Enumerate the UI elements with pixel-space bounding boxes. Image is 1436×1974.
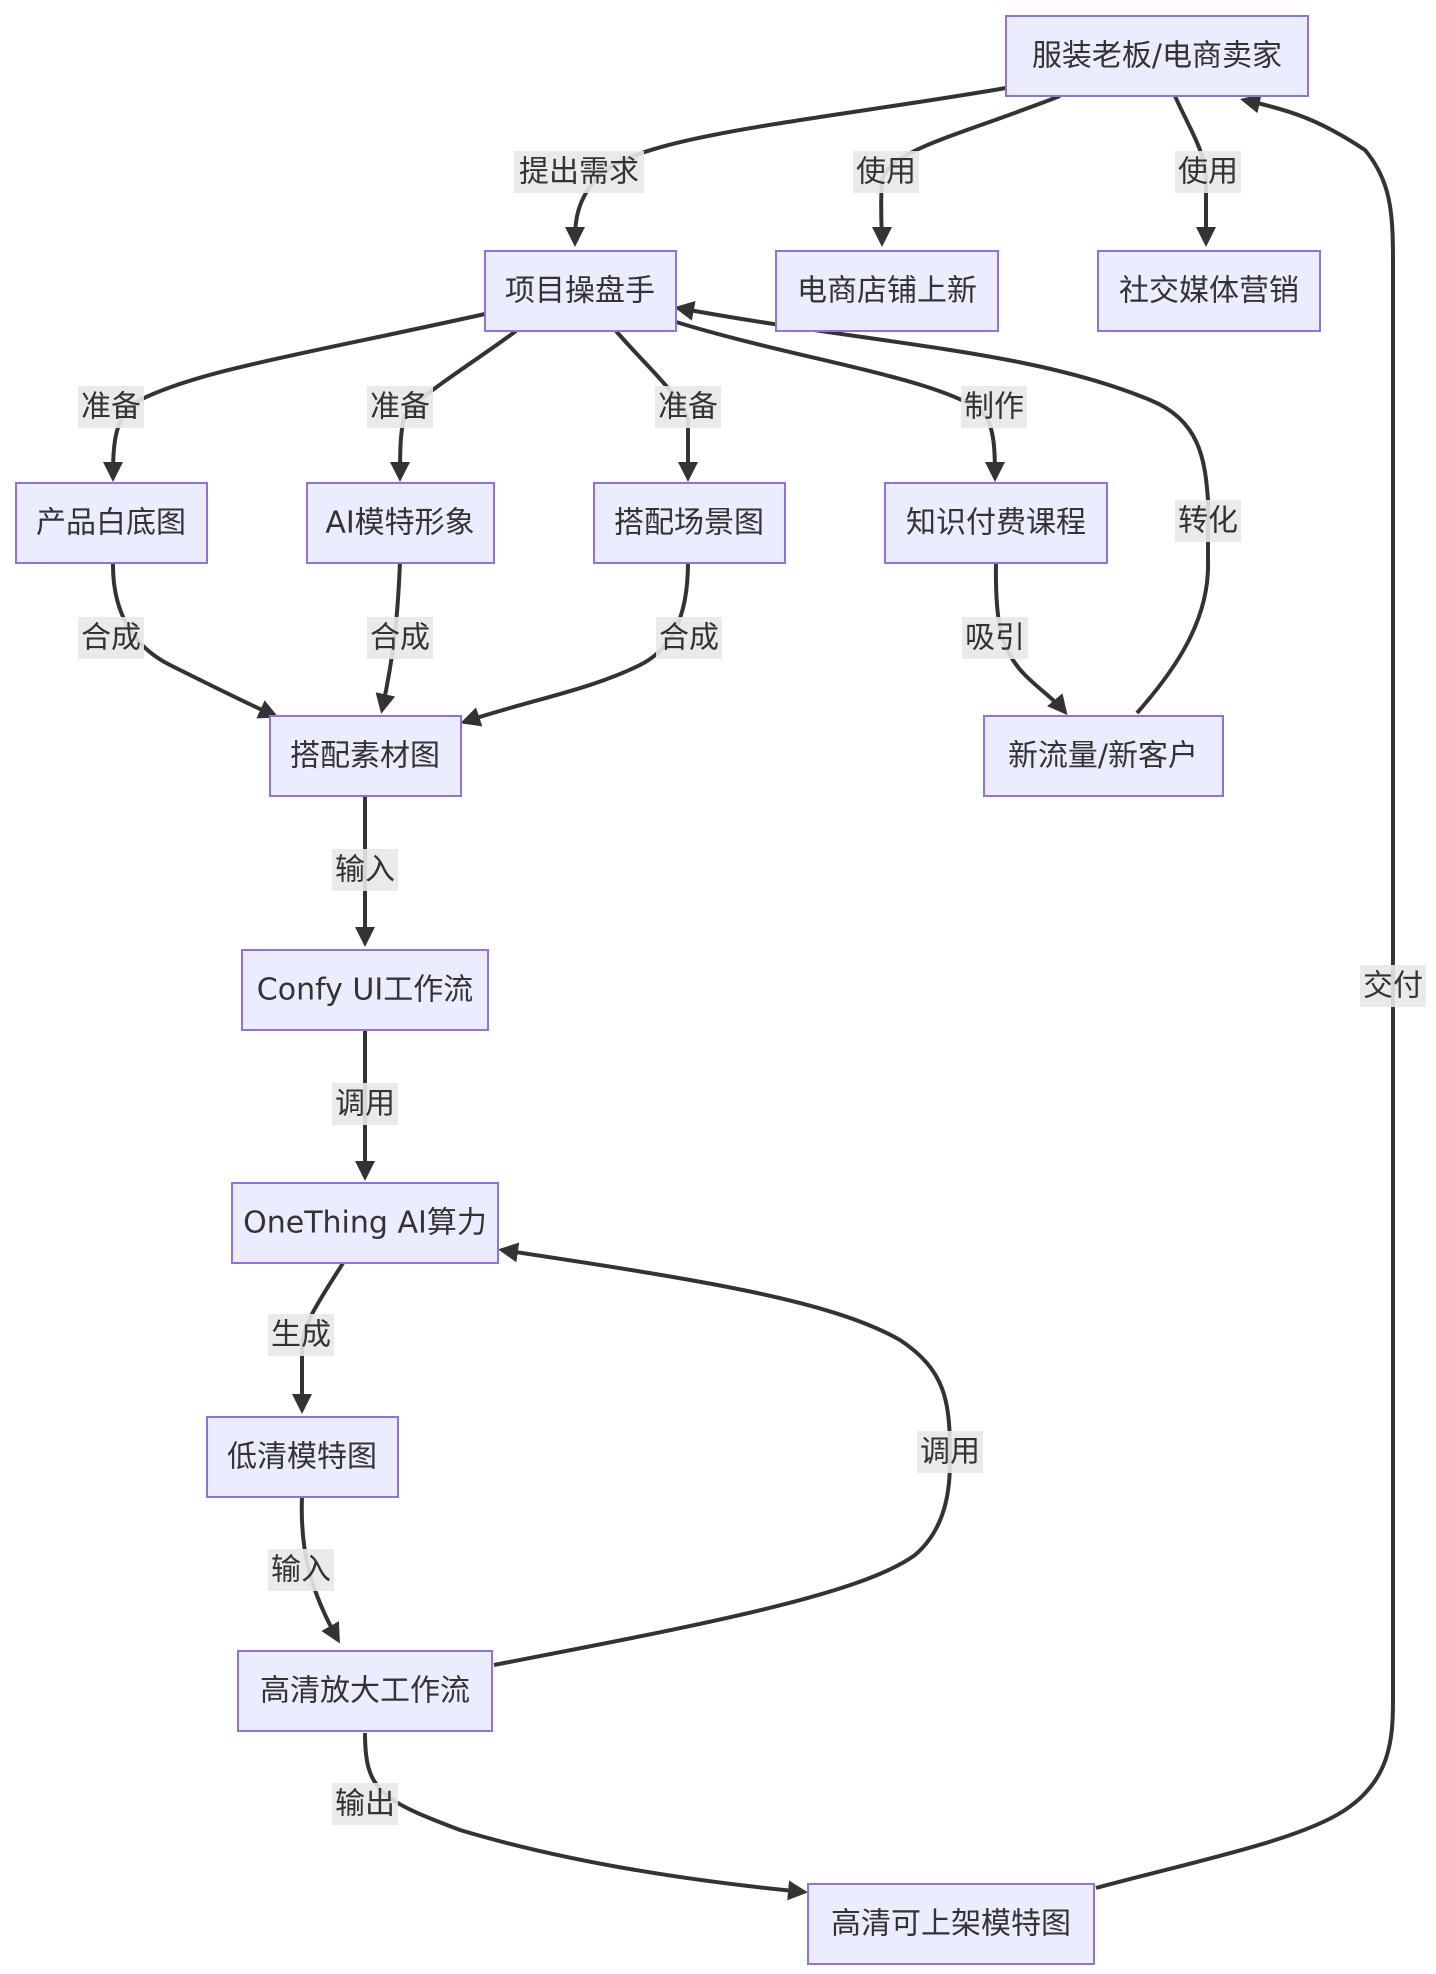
edge-label-comb3: 合成: [656, 617, 722, 659]
node-upscale[interactable]: 高清放大工作流: [237, 1650, 493, 1732]
node-lowres[interactable]: 低清模特图: [206, 1416, 399, 1498]
edge-label-use2: 使用: [1175, 151, 1241, 193]
node-white-label: 产品白底图: [36, 506, 186, 541]
node-compute-label: OneThing AI算力: [243, 1206, 487, 1241]
edge-white-material: [110, 561, 279, 719]
node-compute[interactable]: OneThing AI算力: [231, 1182, 499, 1264]
edge-label-comb2-text: 合成: [370, 621, 430, 656]
edge-label-prep2-text: 准备: [370, 390, 430, 425]
edge-label-make-text: 制作: [964, 390, 1024, 425]
edge-operator-course: [675, 320, 1005, 482]
edge-label-demand-text: 提出需求: [519, 155, 639, 190]
edge-label-use2-text: 使用: [1178, 155, 1238, 190]
edge-final-boss: [1095, 93, 1395, 1890]
edge-scene-material: [460, 561, 690, 727]
node-comfy-label: Confy UI工作流: [257, 973, 473, 1008]
node-aimodel[interactable]: AI模特形象: [306, 482, 495, 564]
edge-label-demand: 提出需求: [514, 151, 644, 193]
edge-upscale-final: [363, 1732, 808, 1901]
node-course-label: 知识付费课程: [906, 506, 1086, 541]
edge-label-deliver-text: 交付: [1363, 969, 1423, 1004]
edge-label-input1-text: 输入: [335, 853, 395, 888]
edge-label-make: 制作: [961, 386, 1027, 428]
edge-label-prep3: 准备: [655, 386, 721, 428]
edge-label-call1-text: 调用: [335, 1087, 395, 1122]
edge-boss-operator: [565, 86, 1007, 247]
edge-label-attract-text: 吸引: [965, 621, 1025, 656]
node-traffic-label: 新流量/新客户: [1008, 739, 1198, 774]
node-operator-label: 项目操盘手: [505, 274, 655, 309]
edge-label-prep3-text: 准备: [658, 390, 718, 425]
node-shop[interactable]: 电商店铺上新: [775, 250, 999, 332]
edge-label-use1: 使用: [853, 151, 919, 193]
node-social[interactable]: 社交媒体营销: [1097, 250, 1321, 332]
node-operator[interactable]: 项目操盘手: [484, 250, 677, 332]
edge-label-attract: 吸引: [962, 617, 1028, 659]
edge-label-prep1-text: 准备: [81, 390, 141, 425]
node-shop-label: 电商店铺上新: [797, 274, 977, 309]
edge-label-prep2: 准备: [367, 386, 433, 428]
node-comfy[interactable]: Confy UI工作流: [241, 949, 489, 1031]
node-boss[interactable]: 服装老板/电商卖家: [1005, 15, 1309, 97]
edge-label-call1: 调用: [332, 1083, 398, 1125]
edge-label-input1: 输入: [332, 849, 398, 891]
node-boss-label: 服装老板/电商卖家: [1032, 39, 1282, 74]
edge-label-output-text: 输出: [335, 1787, 395, 1822]
edge-label-use1-text: 使用: [856, 155, 916, 190]
node-lowres-label: 低清模特图: [227, 1440, 377, 1475]
edge-label-output: 输出: [332, 1783, 398, 1825]
node-scene[interactable]: 搭配场景图: [593, 482, 786, 564]
edge-label-prep1: 准备: [78, 386, 144, 428]
node-traffic[interactable]: 新流量/新客户: [983, 715, 1224, 797]
edge-label-generate-text: 生成: [271, 1318, 331, 1353]
edge-label-comb1-text: 合成: [81, 621, 141, 656]
node-material[interactable]: 搭配素材图: [269, 715, 462, 797]
node-aimodel-label: AI模特形象: [325, 506, 474, 541]
edge-label-convert: 转化: [1175, 500, 1241, 542]
node-course[interactable]: 知识付费课程: [884, 482, 1108, 564]
edge-label-convert-text: 转化: [1178, 504, 1238, 539]
node-upscale-label: 高清放大工作流: [260, 1674, 470, 1709]
edge-course-traffic: [993, 561, 1068, 716]
edge-operator-white: [103, 312, 486, 482]
edge-label-call2-text: 调用: [920, 1435, 980, 1470]
node-final[interactable]: 高清可上架模特图: [807, 1883, 1095, 1965]
edge-label-comb2: 合成: [367, 617, 433, 659]
edge-label-comb1: 合成: [78, 617, 144, 659]
edge-label-call2: 调用: [917, 1431, 983, 1473]
node-social-label: 社交媒体营销: [1119, 274, 1299, 309]
node-scene-label: 搭配场景图: [614, 506, 764, 541]
edge-label-input2: 输入: [268, 1549, 334, 1591]
node-material-label: 搭配素材图: [290, 739, 440, 774]
node-white[interactable]: 产品白底图: [15, 482, 208, 564]
edge-label-input2-text: 输入: [271, 1553, 331, 1588]
edge-upscale-compute: [493, 1242, 953, 1667]
node-final-label: 高清可上架模特图: [831, 1907, 1071, 1942]
edge-traffic-operator: [674, 301, 1211, 715]
edge-label-comb3-text: 合成: [659, 621, 719, 656]
edge-label-generate: 生成: [268, 1314, 334, 1356]
edge-label-deliver: 交付: [1360, 965, 1426, 1007]
